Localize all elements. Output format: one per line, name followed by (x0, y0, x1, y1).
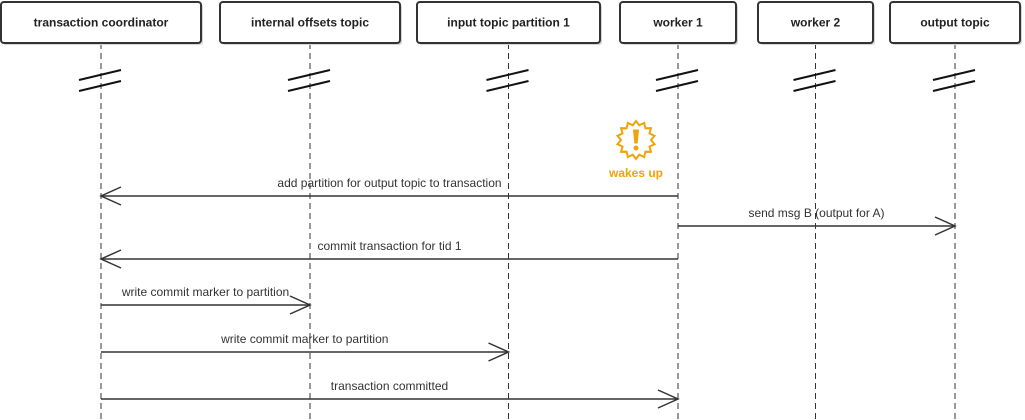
break-slash-upper (287, 69, 331, 81)
break-slash-upper (793, 69, 836, 81)
participant-label: worker 1 (652, 16, 703, 30)
participant-iot[interactable]: internal offsets topic (219, 1, 402, 45)
participant-label: input topic partition 1 (447, 16, 570, 30)
participant-label: transaction coordinator (34, 16, 169, 30)
break-slash-upper (655, 69, 699, 81)
event-wakes-up: wakes up (608, 119, 663, 180)
message-label: commit transaction for tid 1 (317, 239, 461, 253)
message-label: write commit marker to partition (121, 285, 289, 299)
lifeline-break-w1 (655, 69, 699, 92)
participant-ot[interactable]: output topic (889, 1, 1022, 45)
participant-label: worker 2 (790, 16, 841, 30)
messages-layer: add partition for output topic to transa… (99, 176, 957, 409)
participant-box (219, 1, 401, 44)
message-5[interactable]: write commit marker to partition (101, 332, 511, 362)
message-label: add partition for output topic to transa… (277, 176, 501, 190)
break-slash-lower (287, 80, 331, 92)
arrowhead-icon (99, 186, 122, 206)
lifeline-breaks-layer (78, 69, 976, 92)
participant-w2[interactable]: worker 2 (757, 1, 875, 45)
arrowhead-icon (99, 249, 122, 269)
participant-box (889, 1, 1021, 44)
break-slash-lower (655, 80, 699, 92)
break-slash-lower (78, 80, 122, 92)
arrowhead-icon (934, 216, 957, 236)
message-label: transaction committed (331, 379, 448, 393)
lifeline-break-ot (932, 69, 976, 92)
event-layer: wakes up (608, 119, 663, 180)
participant-itp1[interactable]: input topic partition 1 (416, 1, 602, 45)
break-slash-lower (932, 80, 976, 92)
participant-label: output topic (920, 16, 990, 30)
event-label: wakes up (608, 166, 663, 180)
participant-box (757, 1, 874, 44)
message-6[interactable]: transaction committed (101, 379, 680, 409)
participant-box (0, 1, 202, 44)
lifeline-break-w2 (793, 69, 836, 92)
message-3[interactable]: commit transaction for tid 1 (99, 239, 678, 269)
lifeline-break-iot (287, 69, 331, 92)
participant-label: internal offsets topic (251, 16, 369, 30)
participant-tc[interactable]: transaction coordinator (0, 1, 203, 45)
message-2[interactable]: send msg B (output for A) (678, 206, 957, 236)
break-slash-lower (793, 80, 836, 92)
break-slash-upper (486, 69, 529, 81)
lifeline-break-itp1 (486, 69, 529, 92)
message-label: write commit marker to partition (220, 332, 388, 346)
lifelines-layer (100, 43, 956, 420)
arrowhead-icon (488, 342, 511, 362)
participant-box (416, 1, 601, 44)
participants-layer: transaction coordinator internal offsets … (0, 1, 1022, 45)
lifeline-break-tc (78, 69, 122, 92)
participant-w1[interactable]: worker 1 (619, 1, 738, 45)
exclamation-bar (633, 129, 639, 144)
message-label: send msg B (output for A) (748, 206, 884, 220)
arrowhead-icon (657, 389, 680, 409)
message-4[interactable]: write commit marker to partition (101, 285, 312, 315)
break-slash-upper (932, 69, 976, 81)
break-slash-upper (78, 69, 122, 81)
participant-box (619, 1, 737, 44)
break-slash-lower (486, 80, 529, 92)
message-1[interactable]: add partition for output topic to transa… (99, 176, 678, 206)
exclamation-dot (633, 145, 639, 151)
arrowhead-icon (289, 295, 312, 315)
